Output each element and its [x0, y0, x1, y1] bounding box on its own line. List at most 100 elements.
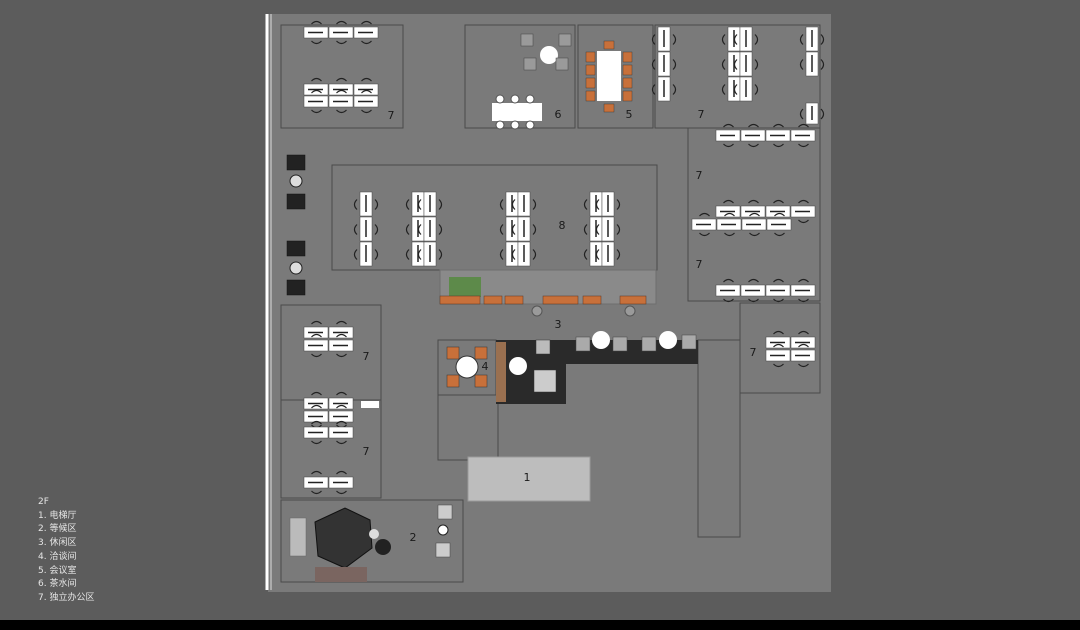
chair-icon	[336, 40, 347, 45]
chair-icon	[311, 391, 322, 396]
chair-icon	[585, 90, 596, 102]
room-outline	[464, 24, 576, 129]
chair-icon	[417, 249, 422, 260]
lounge-bench	[542, 295, 579, 305]
room-outline	[280, 24, 404, 129]
lounge-bench	[619, 295, 647, 305]
chair-icon	[603, 103, 615, 113]
chair-icon	[361, 20, 372, 25]
chair-icon	[336, 353, 347, 358]
chair-icon	[336, 391, 347, 396]
chair-icon	[724, 212, 735, 217]
armchair-icon	[520, 33, 534, 47]
chair-icon	[336, 333, 347, 338]
elevator-hall-block	[467, 456, 591, 502]
chair-icon	[820, 108, 825, 120]
armchair-icon	[474, 374, 488, 388]
armchair-icon	[286, 240, 306, 257]
lounge-bench	[582, 295, 602, 305]
chair-icon	[499, 199, 504, 210]
chair-icon	[622, 90, 633, 102]
chair-icon	[595, 199, 600, 210]
chair-icon	[405, 199, 410, 210]
chair-icon	[798, 219, 809, 224]
chair-icon	[311, 490, 322, 495]
chair-icon	[361, 77, 372, 82]
chair-icon	[773, 278, 784, 283]
chair-icon	[417, 224, 422, 235]
zone-number-6: 6	[555, 108, 562, 121]
chair-icon	[798, 143, 809, 148]
chair-icon	[754, 59, 759, 70]
legend-item-lounge: 3. 休闲区	[38, 538, 77, 549]
chair-icon	[511, 249, 516, 260]
chair-icon	[311, 470, 322, 475]
chair-icon	[749, 212, 760, 217]
chair-icon	[651, 84, 656, 95]
round-table-icon	[369, 529, 379, 539]
chair-icon	[336, 440, 347, 445]
chair-icon	[532, 249, 537, 260]
chair-icon	[774, 212, 785, 217]
chair-icon	[733, 59, 738, 70]
chair-icon	[585, 77, 596, 89]
chair-icon	[405, 224, 410, 235]
armchair-icon	[286, 154, 306, 171]
zone-number-7: 7	[363, 445, 370, 458]
zone-number-8: 8	[559, 219, 566, 232]
chair-icon	[733, 34, 738, 45]
round-table-icon	[455, 355, 479, 379]
chair-icon	[798, 199, 809, 204]
chair-icon	[723, 278, 734, 283]
chair-icon	[311, 40, 322, 45]
stool-icon	[510, 120, 520, 130]
zone-number-2: 2	[410, 531, 417, 544]
pantry-table	[492, 103, 542, 121]
chair-icon	[374, 224, 379, 235]
chair-icon	[748, 123, 759, 128]
armchair-icon	[533, 369, 557, 393]
chair-icon	[699, 212, 710, 217]
round-table-icon	[659, 331, 677, 349]
zone-number-7: 7	[698, 108, 705, 121]
legend: 2F 1. 电梯厅 2. 等候区 3. 休闲区 4. 洽谈间 5. 会议室 6.…	[38, 496, 94, 606]
chair-icon	[361, 109, 372, 114]
chair-icon	[336, 109, 347, 114]
chair-icon	[336, 420, 347, 425]
chair-icon	[311, 440, 322, 445]
chair-icon	[585, 51, 596, 63]
chair-icon	[799, 108, 804, 120]
chair-icon	[748, 298, 759, 303]
chair-icon	[353, 249, 358, 260]
zone-number-7: 7	[363, 350, 370, 363]
chair-icon	[374, 249, 379, 260]
stool-icon	[495, 120, 505, 130]
chair-icon	[595, 224, 600, 235]
legend-floor: 2F	[38, 497, 49, 507]
chair-icon	[798, 330, 809, 335]
stool-icon	[525, 94, 535, 104]
zone-number-3: 3	[555, 318, 562, 331]
chair-icon	[511, 224, 516, 235]
chair-icon	[616, 224, 621, 235]
chair-icon	[622, 64, 633, 76]
lounge-bench	[483, 295, 503, 305]
chair-icon	[773, 343, 784, 348]
zone-number-7: 7	[696, 258, 703, 271]
chair-icon	[353, 199, 358, 210]
legend-item-pantry: 6. 茶水间	[38, 579, 77, 590]
armchair-icon	[437, 504, 453, 520]
chair-icon	[336, 320, 347, 325]
chair-icon	[699, 232, 710, 237]
conference-table	[597, 51, 621, 101]
chair-icon	[405, 249, 410, 260]
armchair-icon	[446, 346, 460, 360]
chair-icon	[773, 330, 784, 335]
chair-icon	[595, 249, 600, 260]
armchair-icon	[555, 57, 569, 71]
chair-icon	[798, 123, 809, 128]
chair-icon	[499, 249, 504, 260]
chair-icon	[311, 109, 322, 114]
chair-icon	[622, 77, 633, 89]
chair-icon	[672, 59, 677, 70]
